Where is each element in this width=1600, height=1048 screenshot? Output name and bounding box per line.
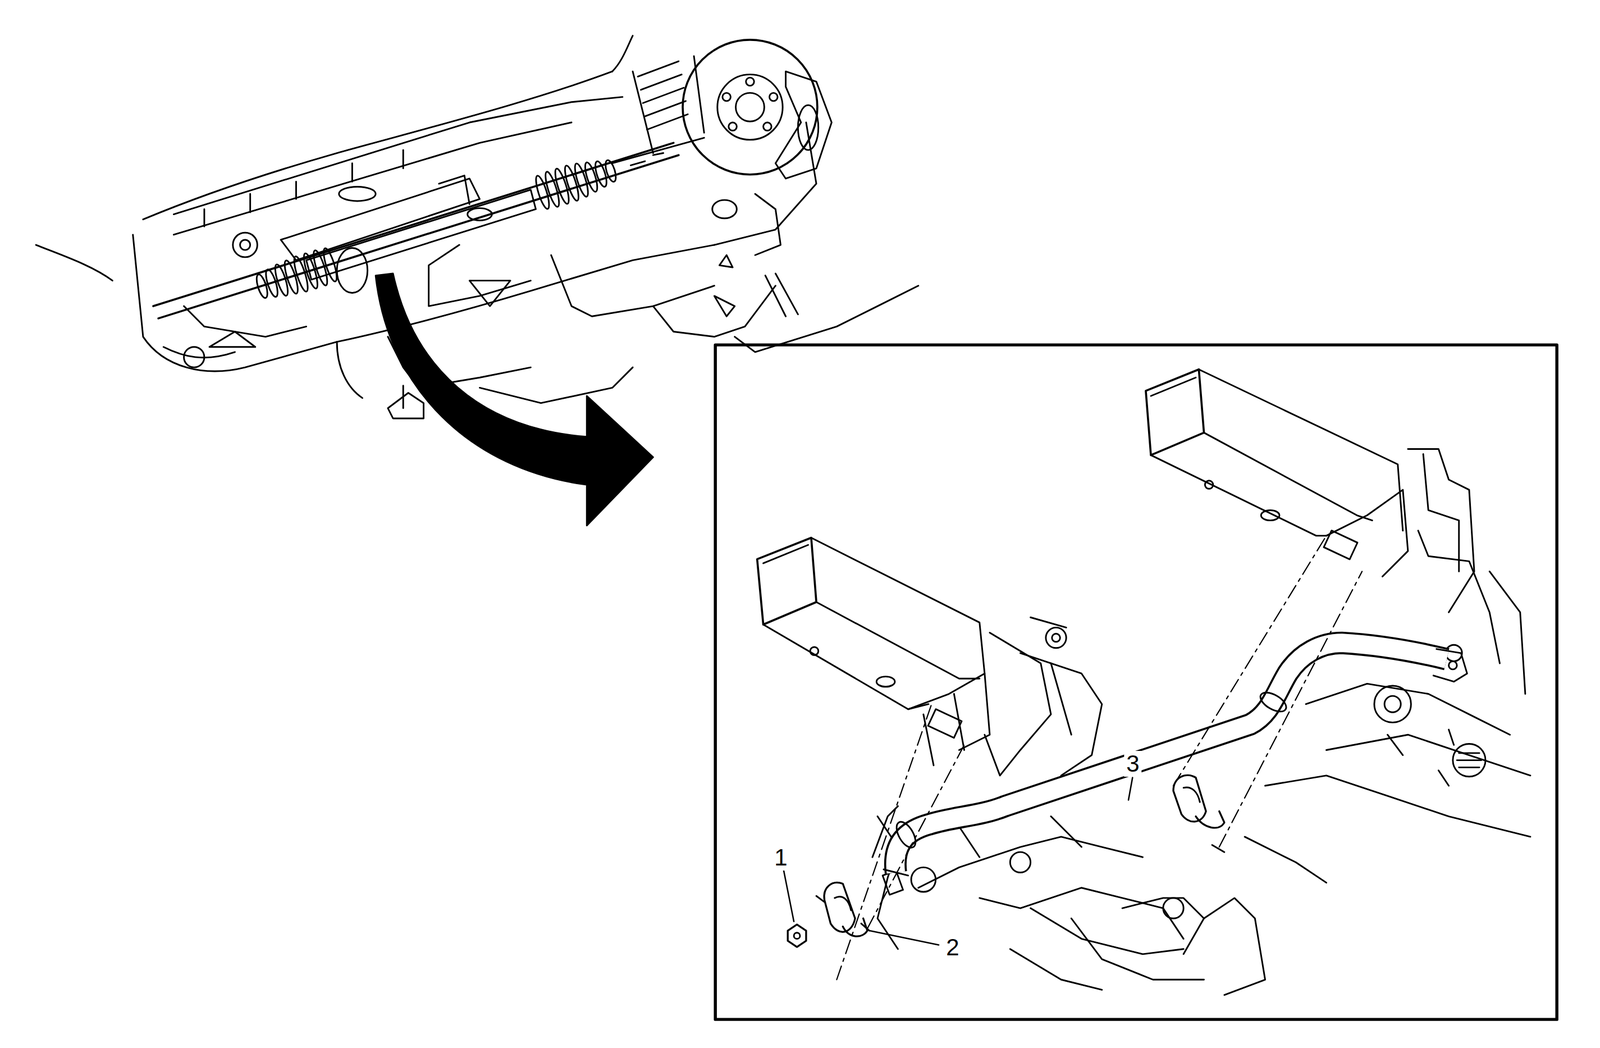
detail-frame (715, 344, 1557, 1019)
callout-number: 2 (943, 934, 962, 960)
detail-illustration (757, 369, 1531, 995)
pointer-arrow (375, 273, 653, 526)
callout-number: 1 (771, 844, 790, 871)
vehicle-underbody-sketch (35, 35, 919, 419)
leader-lines (783, 777, 1133, 945)
callout-number: 3 (1123, 750, 1142, 777)
